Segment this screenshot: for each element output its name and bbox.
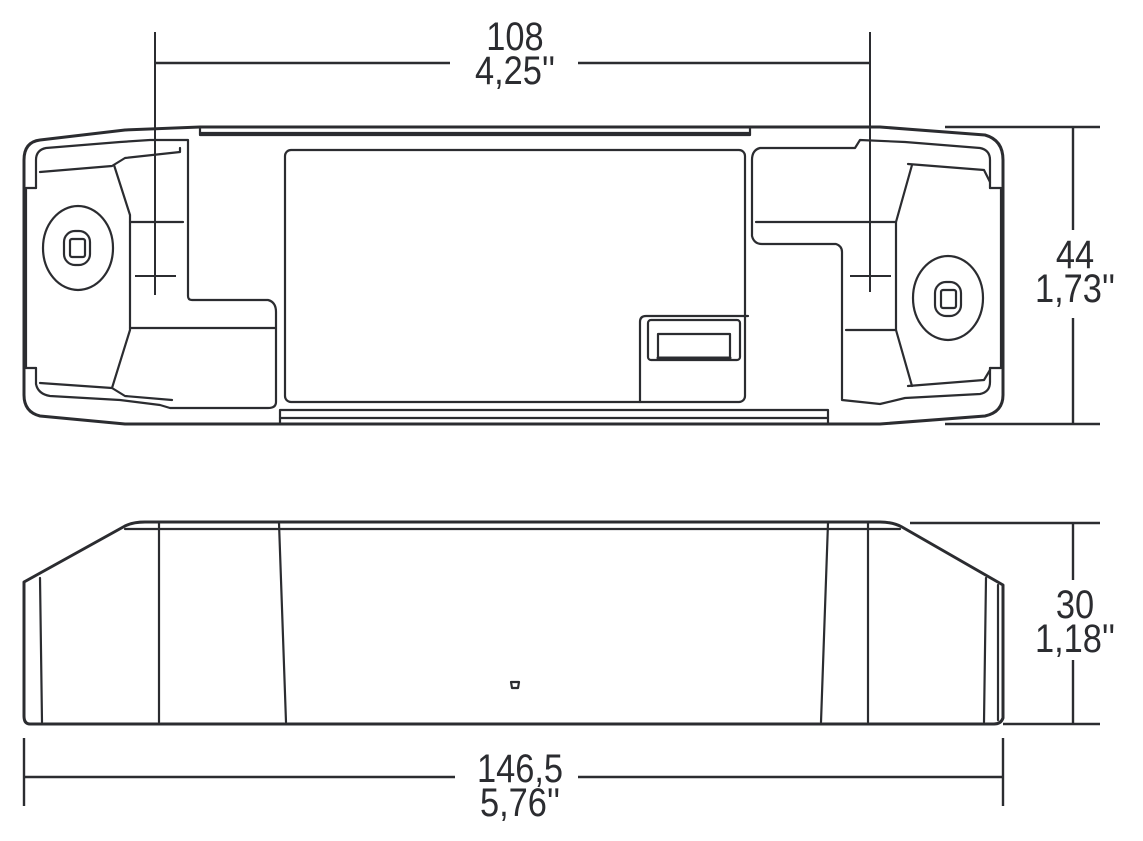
dimension-label-146-5: 146,5 5,76'' — [464, 747, 576, 825]
dimension-30-metric: 30 — [1055, 583, 1095, 627]
dimension-label-44: 44 1,73'' — [1027, 233, 1123, 311]
dimension-30 — [910, 521, 1100, 726]
dimension-44 — [945, 125, 1100, 426]
dimension-146-5-imperial: 5,76'' — [479, 781, 561, 825]
side-view — [22, 520, 1005, 726]
top-view — [22, 32, 1005, 426]
dimension-30-imperial: 1,18'' — [1034, 617, 1116, 661]
dimension-44-imperial: 1,73'' — [1034, 267, 1116, 311]
dimension-108-metric: 108 — [486, 15, 544, 59]
dimension-label-30: 30 1,18'' — [1027, 583, 1123, 661]
dimension-146-5-metric: 146,5 — [476, 747, 564, 791]
dimension-146-5 — [22, 738, 1005, 806]
dimension-108-imperial: 4,25'' — [474, 49, 556, 93]
dimension-44-metric: 44 — [1055, 233, 1095, 277]
dimension-label-108: 108 4,25'' — [463, 15, 567, 93]
